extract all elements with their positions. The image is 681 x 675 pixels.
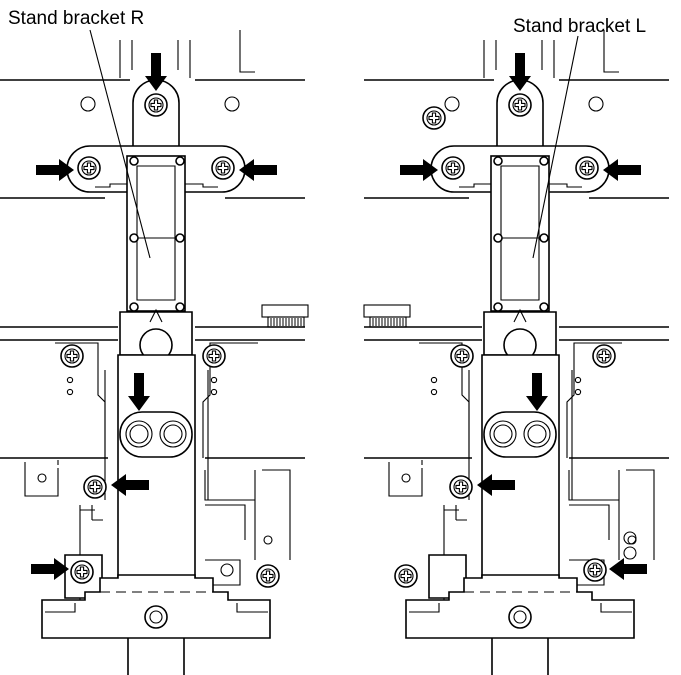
screw-icon xyxy=(592,344,616,368)
stand-bracket-l-label: Stand bracket L xyxy=(513,16,646,37)
screw-icon xyxy=(583,558,607,582)
screw-icon xyxy=(422,106,446,130)
screw-icon xyxy=(83,475,107,499)
arrow-left-icon xyxy=(609,558,647,580)
leader-line xyxy=(89,29,151,259)
screw-icon xyxy=(70,560,94,584)
hole xyxy=(623,546,637,560)
stand-bracket-l-assembly: Stand bracket L xyxy=(364,16,669,675)
screw-icon xyxy=(394,564,418,588)
hole xyxy=(623,531,637,545)
screw-icon xyxy=(256,564,280,588)
connector-icon xyxy=(261,304,309,328)
screw-icon xyxy=(449,475,473,499)
connector-icon xyxy=(363,304,411,328)
screw-icon xyxy=(202,344,226,368)
leader-line xyxy=(532,35,579,259)
stand-bracket-r-assembly: Stand bracket R xyxy=(0,8,309,675)
arrow-right-icon xyxy=(31,558,69,580)
stand-bracket-r-label: Stand bracket R xyxy=(8,8,144,29)
screw-icon xyxy=(450,344,474,368)
screw-icon xyxy=(60,344,84,368)
